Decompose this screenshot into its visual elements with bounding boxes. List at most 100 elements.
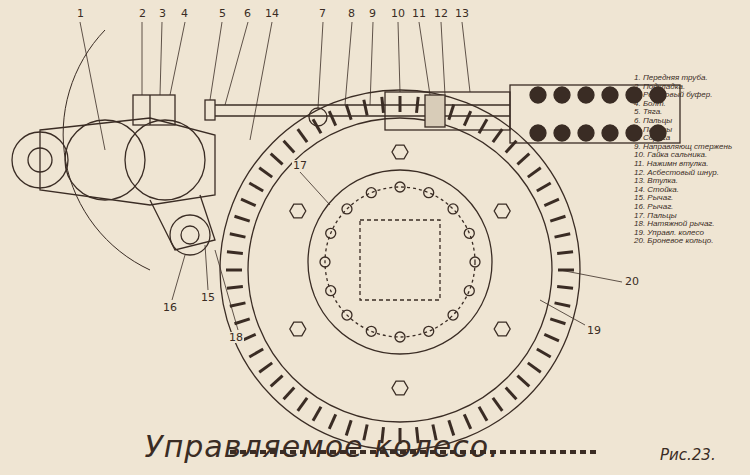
armor-ring (220, 90, 580, 450)
crank-boss (65, 120, 145, 200)
rim-slot (227, 287, 243, 289)
callout-number: 9 (368, 8, 377, 19)
guide-rod (215, 115, 510, 116)
hub-bolt (470, 257, 480, 267)
callout-number: 19 (586, 325, 602, 336)
leader-lines (80, 22, 622, 330)
axle-square (360, 220, 440, 300)
rim-slot (241, 199, 256, 206)
callout-number: 14 (264, 8, 280, 19)
rim-slot (346, 105, 351, 120)
callout-number: 11 (411, 8, 427, 19)
rim-nut (392, 145, 408, 159)
legend-entry: 14. Стойка. (634, 186, 679, 194)
front-tube-bore (28, 148, 52, 172)
rim-slot (271, 376, 283, 387)
rim-nut (290, 322, 306, 336)
spring-coil (530, 87, 546, 103)
front-tube (12, 132, 68, 188)
caption: Управляемое колесо. (144, 432, 499, 462)
rim-slot (506, 387, 517, 399)
rim-slot (298, 129, 307, 142)
callout-number: 10 (390, 8, 406, 19)
rim-slot (464, 414, 471, 429)
hub-bolt (424, 188, 434, 198)
figure-number: Рис.23. (660, 448, 716, 463)
hub-bolt (464, 228, 474, 238)
rim-slot (544, 199, 559, 206)
rim-slot (517, 154, 529, 165)
hub-bolt (448, 204, 458, 214)
callout-number: 18 (228, 332, 244, 343)
rim-slot (479, 119, 487, 133)
rim-nut (494, 322, 510, 336)
rim-slot (555, 234, 571, 237)
rim-slot (557, 252, 573, 254)
rim-slot (464, 111, 471, 126)
rim-slot (329, 111, 336, 126)
bolt (149, 95, 150, 125)
bolt-circle (325, 187, 475, 337)
rim-slot (517, 376, 529, 387)
rim-slot (259, 168, 272, 177)
rim-slot (537, 183, 551, 191)
crank-boss (125, 120, 205, 200)
hub-bolt (395, 182, 405, 192)
gland-nut (425, 95, 445, 127)
legend-entry: 12. Асбестовый шнур. (634, 169, 719, 177)
lever-pin (170, 215, 210, 255)
legend-entry: 9. Направляющ стержень (634, 143, 732, 151)
callout-number: 17 (292, 160, 308, 171)
spring-coil (554, 87, 570, 103)
rim-slot (449, 105, 454, 120)
legend-entry: 18. Натяжной рычаг. (634, 220, 715, 228)
legend-entry: 7. Пальцы (634, 126, 672, 134)
callout-number: 13 (454, 8, 470, 19)
hub-bolts (290, 145, 510, 395)
rim-slot (557, 287, 573, 289)
rim-slot (479, 407, 487, 421)
rim-slot (493, 398, 502, 411)
rim-slots (226, 96, 574, 444)
hub-bolt (342, 310, 352, 320)
rod-end (205, 100, 215, 120)
spring-coil (602, 125, 618, 141)
hub (308, 170, 492, 354)
rim-nut (494, 204, 510, 218)
rim-slot (329, 414, 336, 429)
rim-slot (528, 168, 541, 177)
rim-slot (493, 129, 502, 142)
rim-slot (235, 216, 250, 221)
legend-entry: 16. Рычаг. (634, 203, 673, 211)
callout-number: 3 (158, 8, 167, 19)
guide-rod (215, 104, 510, 105)
hub-bolt (366, 188, 376, 198)
hub-bolt (326, 286, 336, 296)
hub-bolt (366, 326, 376, 336)
rim-slot (235, 319, 250, 324)
legend-entry: 17. Пальцы (634, 212, 677, 220)
legend-entry: 4. Болт. (634, 100, 666, 108)
rim-nut (392, 381, 408, 395)
rim-nut (290, 204, 306, 218)
hub-bolt (326, 228, 336, 238)
rim-slot (249, 183, 263, 191)
callout-number: 5 (218, 8, 227, 19)
callout-number: 16 (162, 302, 178, 313)
rim-slot (249, 349, 263, 357)
legend-entry: 8. Серьга (634, 134, 670, 142)
spring-coil (578, 87, 594, 103)
spring-coil (602, 87, 618, 103)
rim-slot (230, 234, 246, 237)
rim-slot (259, 363, 272, 372)
spring-coil (554, 125, 570, 141)
legend-entry: 15. Рычаг. (634, 194, 673, 202)
legend-entry: 10. Гайка сальника. (634, 151, 707, 159)
legend-entry: 1. Передняя труба. (634, 74, 708, 82)
callout-number: 1 (76, 8, 85, 19)
hub-bolt (342, 204, 352, 214)
bushing (385, 92, 510, 130)
lever-pin-core (181, 226, 199, 244)
rim-slot (284, 387, 295, 399)
callout-number: 15 (200, 292, 216, 303)
